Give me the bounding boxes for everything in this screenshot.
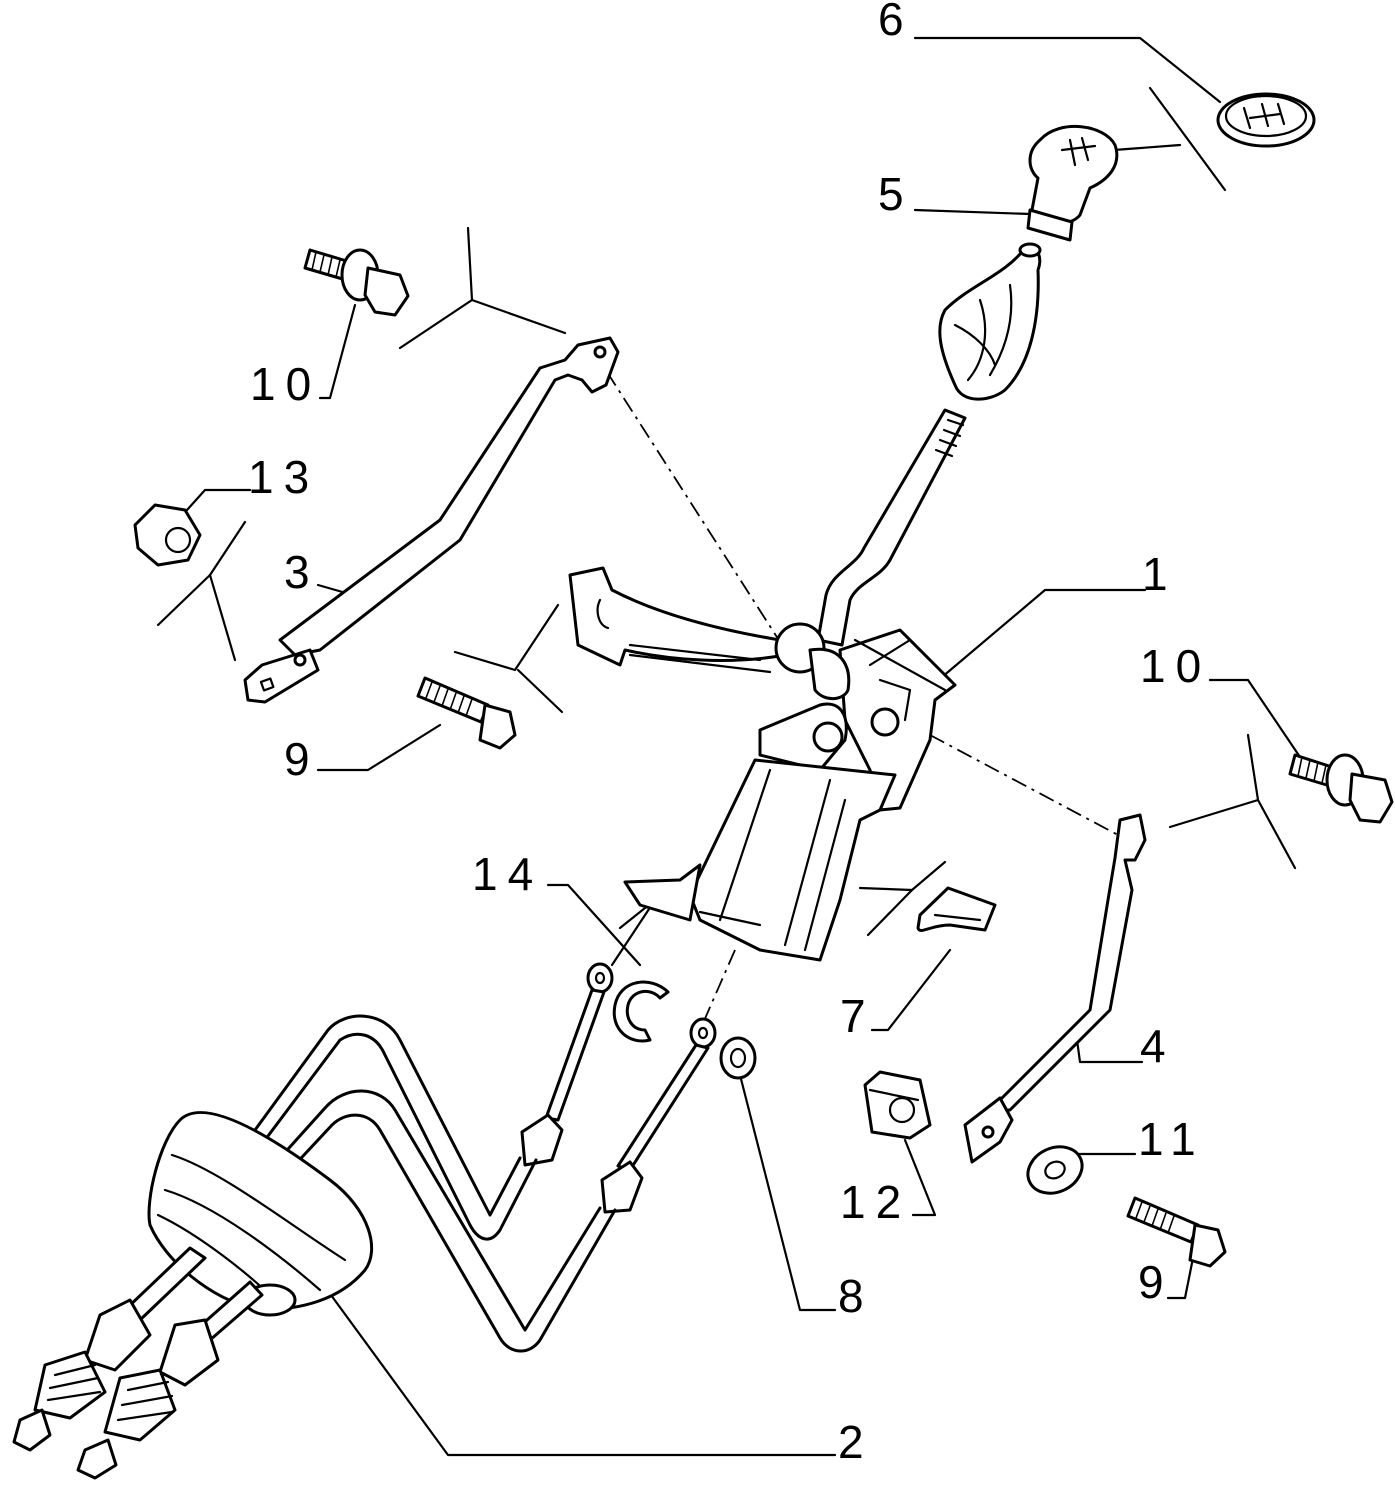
selector-housing <box>568 566 957 962</box>
gear-knob <box>1026 124 1119 242</box>
label-part-14: 14 <box>472 848 543 900</box>
label-part-12: 12 <box>840 1176 911 1228</box>
circlip <box>612 980 670 1043</box>
label-part-2: 2 <box>838 1416 874 1468</box>
label-part-6: 6 <box>878 0 914 45</box>
gear-lever-rod <box>816 408 967 647</box>
label-part-8: 8 <box>838 1270 874 1322</box>
spacer-ring <box>719 1036 757 1080</box>
shift-cables <box>12 962 717 1480</box>
label-part-9-right: 9 <box>1138 1256 1174 1308</box>
gaiter-boot <box>938 242 1042 401</box>
flange-bolt-right <box>1288 753 1394 824</box>
cage-nut <box>863 1070 932 1140</box>
label-part-11: 11 <box>1138 1113 1206 1165</box>
label-part-3: 3 <box>284 546 320 598</box>
leader-lines <box>156 36 1304 1457</box>
label-part-9-left: 9 <box>284 733 320 785</box>
hex-bolt-right <box>1126 1196 1227 1268</box>
label-part-10-right: 10 <box>1140 640 1211 692</box>
flat-washer <box>1026 1145 1084 1195</box>
clip-plate <box>916 886 997 932</box>
part-labels: 6 5 10 13 3 1 10 9 14 7 4 11 12 9 8 2 <box>248 0 1211 1468</box>
label-part-13: 13 <box>248 451 319 503</box>
flange-bolt-left <box>303 248 410 317</box>
label-part-4: 4 <box>1140 1020 1176 1072</box>
label-part-5: 5 <box>878 168 914 220</box>
link-rod-right <box>963 813 1147 1164</box>
link-rod-left <box>243 336 620 704</box>
hex-bolt-left <box>416 676 517 750</box>
hex-nut <box>133 503 202 567</box>
badge-cap <box>1216 92 1316 148</box>
label-part-10-left: 10 <box>250 358 321 410</box>
label-part-1: 1 <box>1142 548 1178 600</box>
label-part-7: 7 <box>840 990 876 1042</box>
alignment-lines <box>606 371 1119 1031</box>
